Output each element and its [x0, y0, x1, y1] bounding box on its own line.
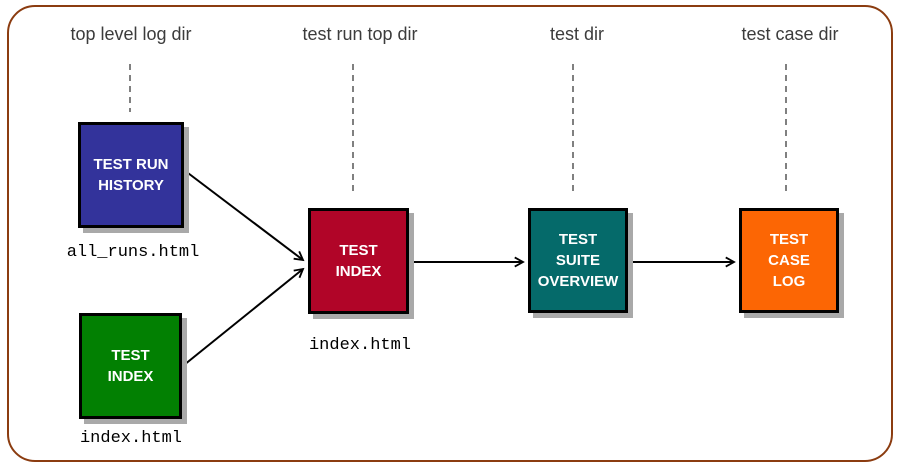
node-test-index-top-level: TEST INDEX [79, 313, 182, 419]
column-header-test-run-top-dir: test run top dir [302, 24, 418, 44]
file-label-index-html-test-run: index.html [308, 336, 412, 355]
node-label: TEST INDEX [335, 242, 382, 280]
node-test-run-history: TEST RUN HISTORY [78, 122, 184, 228]
node-test-suite-overview: TEST SUITE OVERVIEW [528, 208, 628, 313]
file-label-index-html-top-level: index.html [79, 429, 183, 448]
node-test-index-test-run: TEST INDEX [308, 208, 409, 314]
node-label: TEST RUN HISTORY [93, 156, 169, 194]
node-label: TEST CASE LOG [768, 231, 810, 290]
arrow-history-to-index [183, 169, 303, 260]
column-header-test-case-dir: test case dir [741, 24, 839, 44]
column-header-test-dir: test dir [549, 24, 605, 44]
node-test-case-log: TEST CASE LOG [739, 208, 839, 313]
column-header-top-level-log-dir: top level log dir [70, 24, 192, 44]
node-label: TEST INDEX [107, 347, 154, 385]
node-label: TEST SUITE OVERVIEW [537, 231, 619, 290]
arrow-top-index-to-index [183, 269, 303, 366]
file-label-all-runs-html: all_runs.html [66, 243, 200, 262]
